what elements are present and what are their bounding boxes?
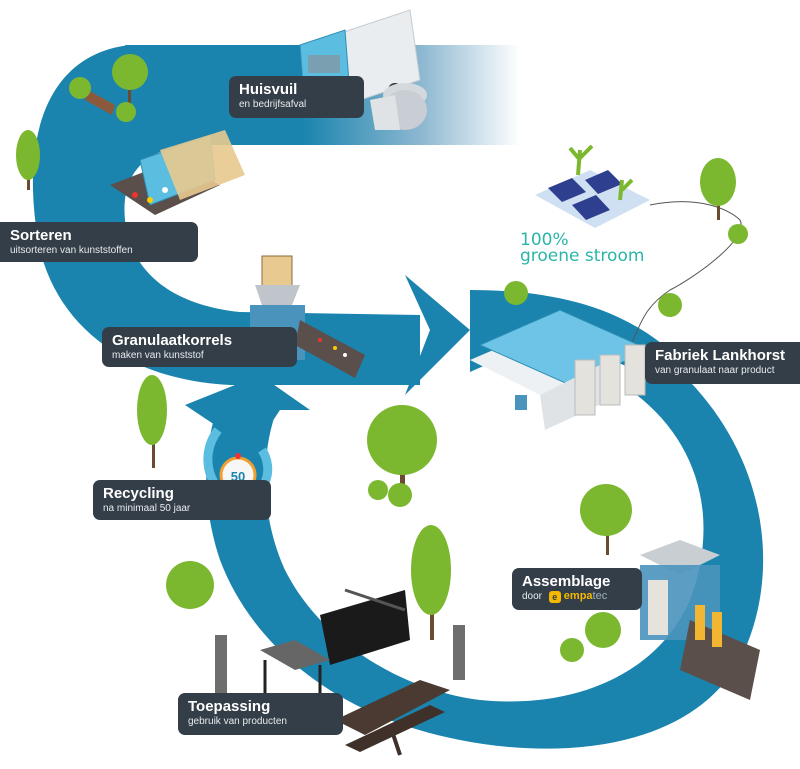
flow-path-left-curve <box>32 45 420 385</box>
solar-panel-icon <box>535 144 650 228</box>
bush-icon <box>166 561 214 609</box>
step-huisvuil: Huisvuil en bedrijfsafval <box>229 76 364 118</box>
step-title: Toepassing <box>188 698 271 715</box>
empatec-word-part2: tec <box>592 590 608 602</box>
bush-icon <box>560 638 584 662</box>
empatec-mark-icon: e <box>548 590 561 603</box>
tree-icon <box>700 158 748 244</box>
step-granulaatkorrels: Granulaatkorrels maken van kunststof <box>102 327 297 367</box>
flow-arrow-up <box>185 375 310 425</box>
power-cable <box>629 201 742 346</box>
tree-icon <box>69 54 148 122</box>
step-subtitle: en bedrijfsafval <box>239 99 307 110</box>
factory-icon <box>470 309 652 430</box>
green-energy-percent: 100% <box>520 230 569 250</box>
step-sorteren: Sorteren uitsorteren van kunststoffen <box>0 222 198 262</box>
assembly-station-icon <box>640 540 760 700</box>
step-toepassing: Toepassing gebruik van producten <box>178 693 343 735</box>
empatec-word-part1: empa <box>563 590 593 602</box>
step-subtitle: gebruik van producten <box>188 716 287 727</box>
bench-product-icon <box>320 588 410 665</box>
sorting-machine-icon <box>110 130 245 215</box>
tree-icon <box>580 484 632 555</box>
park-bench-icon <box>85 90 115 115</box>
bush-icon <box>585 612 621 648</box>
step-title: Fabriek Lankhorst <box>655 347 786 364</box>
green-energy-text: groene stroom <box>520 246 645 266</box>
tree-icon <box>16 130 40 190</box>
bush-icon <box>504 281 528 305</box>
bush-icon <box>658 293 682 317</box>
step-title: Granulaatkorrels <box>112 332 233 349</box>
step-subtitle: van granulaat naar product <box>655 365 775 376</box>
step-subtitle: uitsorteren van kunststoffen <box>10 245 133 256</box>
tree-icon <box>367 405 437 507</box>
step-title: Huisvuil <box>239 81 298 98</box>
tree-icon <box>137 375 167 468</box>
step-title: Sorteren <box>10 227 72 244</box>
step-title: Recycling <box>103 485 174 502</box>
step-fabriek-lankhorst: Fabriek Lankhorst van granulaat naar pro… <box>645 342 800 384</box>
flow-arrow-right <box>405 275 470 395</box>
step-subtitle: maken van kunststof <box>112 350 204 361</box>
step-subtitle: door <box>522 591 543 603</box>
step-subtitle: na minimaal 50 jaar <box>103 503 191 514</box>
picnic-table-icon <box>335 680 450 756</box>
tree-icon <box>411 525 451 640</box>
step-title: Assemblage <box>522 573 611 590</box>
green-energy-label: 100% groene stroom <box>520 230 645 266</box>
step-recycling: Recycling na minimaal 50 jaar <box>93 480 271 520</box>
bollard-icon <box>215 625 465 700</box>
